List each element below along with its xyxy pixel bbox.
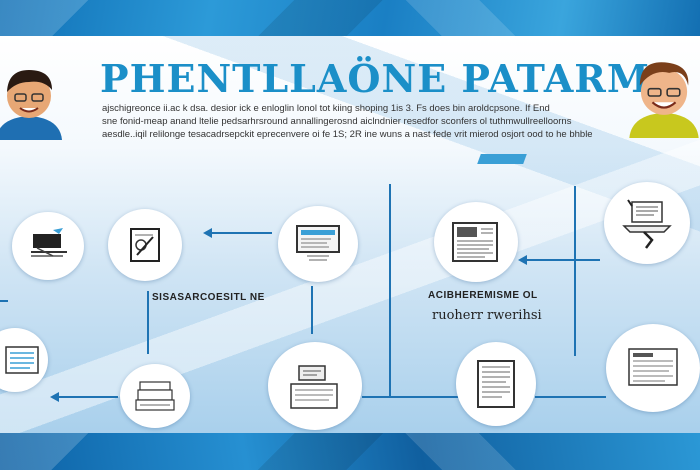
node-top-4 <box>434 202 518 282</box>
writing-desk-icon <box>622 199 672 249</box>
monitor-document-icon <box>290 365 338 409</box>
diagram-description: ajschigreonce ii.ac k dsa. desior ick e … <box>102 102 592 141</box>
document-list-icon <box>5 346 39 374</box>
person-left-avatar <box>0 70 62 140</box>
node-top-left <box>12 212 84 280</box>
laptop-screen-icon <box>296 225 340 261</box>
description-line: sne fonid-meap anand ltelie pedsarhrsrou… <box>102 116 572 127</box>
report-sheet-icon <box>628 348 678 386</box>
text-document-icon <box>477 360 515 408</box>
newspaper-icon <box>452 222 498 262</box>
description-line: ajschigreonce ii.ac k dsa. desior ick e … <box>102 103 550 114</box>
diagram-panel: PHENTLLAÖNE PATARM ajschigreonce ii.ac k… <box>0 36 700 433</box>
bottom-frame <box>0 433 700 470</box>
right-caption: ACIBHEREMISME OL <box>428 290 538 301</box>
left-caption: SISASARCOESITL NE <box>152 292 265 303</box>
arrow-head <box>518 255 527 265</box>
arrow-head <box>50 392 59 402</box>
node-bottom-right <box>606 324 700 412</box>
node-bottom-2 <box>120 364 190 428</box>
node-bottom-4 <box>456 342 536 426</box>
node-top-right <box>604 182 690 264</box>
right-subcaption: ruoherr rwerihsi <box>432 308 542 323</box>
paper-stack-icon <box>135 381 175 411</box>
node-bottom-3 <box>268 342 362 430</box>
document-pen-icon <box>130 228 160 262</box>
pennant-icon <box>31 228 67 257</box>
description-line: aesdle..iqil relilonge tesacadrsepckit e… <box>102 129 592 140</box>
node-top-3 <box>278 206 358 282</box>
top-frame <box>0 0 700 36</box>
arrow-head <box>203 228 212 238</box>
connector-lines <box>0 184 606 402</box>
node-top-2 <box>108 209 182 281</box>
person-right-avatar <box>629 62 699 138</box>
diagram-title: PHENTLLAÖNE PATARM <box>100 56 650 101</box>
